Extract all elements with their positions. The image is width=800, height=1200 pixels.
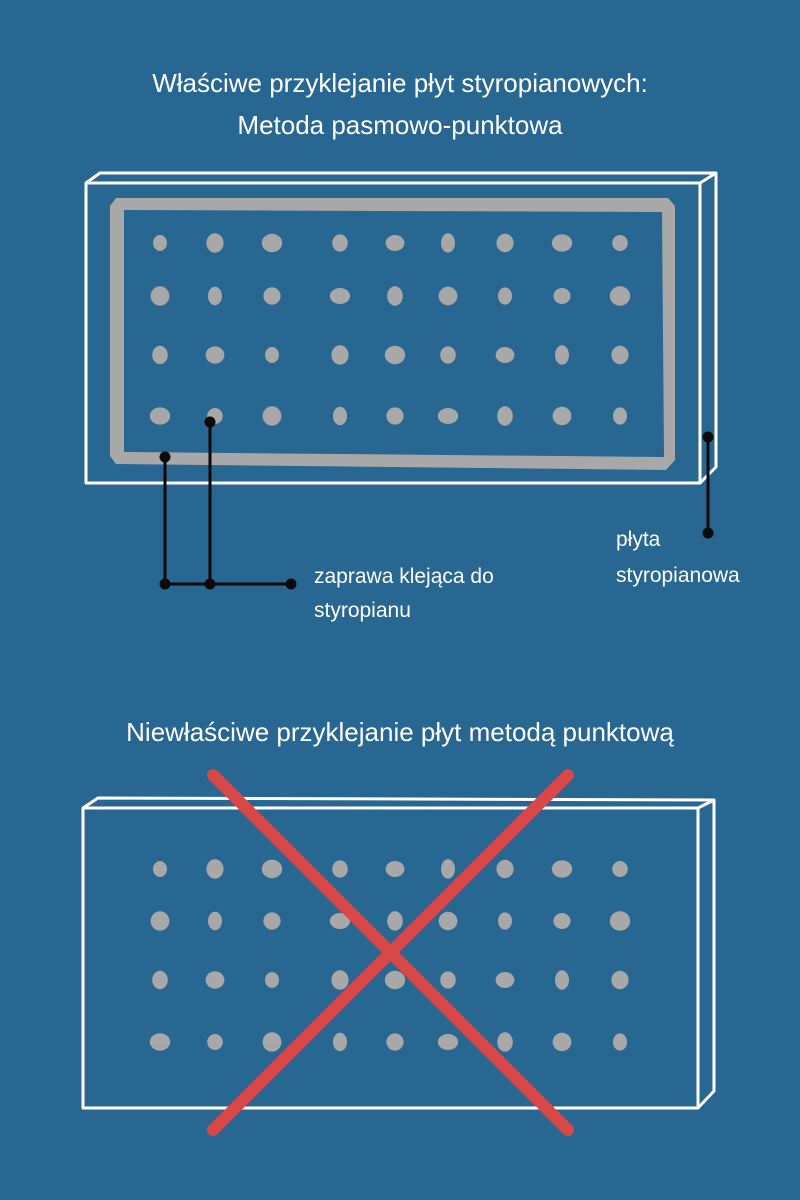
- adhesive-dot: [153, 861, 167, 877]
- board-front-face: [81, 806, 700, 1110]
- adhesive-dot: [332, 234, 348, 252]
- adhesive-dot: [387, 911, 403, 931]
- adhesive-dot: [206, 233, 224, 253]
- adhesive-dot: [149, 1033, 171, 1051]
- adhesive-dot: [265, 972, 279, 988]
- adhesive-dot: [265, 347, 279, 363]
- adhesive-label-line1: zaprawa klejąca do: [314, 565, 494, 588]
- adhesive-dot: [497, 1032, 513, 1052]
- incorrect-cross-icon: [207, 769, 574, 1136]
- adhesive-dot: [206, 859, 224, 879]
- adhesive-dot: [613, 407, 627, 425]
- adhesive-dot: [150, 286, 170, 306]
- adhesive-dot: [262, 1032, 282, 1052]
- adhesive-dot: [440, 971, 456, 989]
- adhesive-dot: [207, 1034, 223, 1050]
- adhesive-dot: [496, 859, 514, 879]
- adhesive-dot: [384, 345, 406, 365]
- adhesive-dot: [438, 286, 458, 306]
- adhesive-dot: [261, 233, 283, 253]
- adhesive-dot: [205, 346, 225, 364]
- adhesive-dot: [438, 911, 458, 931]
- adhesive-dot: [331, 345, 349, 365]
- incorrect-board: [81, 796, 716, 1110]
- adhesive-dot: [332, 860, 348, 878]
- adhesive-dot: [329, 913, 351, 929]
- adhesive-dot: [386, 1033, 404, 1051]
- adhesive-dot: [152, 970, 168, 990]
- adhesive-dot: [555, 970, 569, 990]
- correct-board: [84, 171, 718, 485]
- board-label-line1: płyta: [616, 528, 661, 551]
- adhesive-dot: [498, 287, 512, 305]
- adhesive-dot: [437, 1034, 459, 1050]
- adhesive-dot: [261, 859, 283, 879]
- correct-method-title-line2: Metoda pasmowo-punktowa: [237, 110, 563, 140]
- board-side-edge: [698, 173, 718, 485]
- adhesive-dot: [386, 407, 404, 425]
- adhesive-dot: [152, 345, 168, 365]
- adhesive-dot: [497, 406, 513, 426]
- adhesive-dot: [208, 911, 222, 931]
- adhesive-dot: [153, 235, 167, 251]
- adhesive-dot: [612, 861, 628, 877]
- adhesive-dot: [553, 913, 571, 929]
- adhesive-dot: [329, 288, 351, 304]
- adhesive-dot: [385, 861, 405, 877]
- adhesive-dots-top: [149, 233, 631, 426]
- adhesive-dot: [385, 235, 405, 251]
- adhesive-dot: [333, 1032, 347, 1052]
- adhesive-dot: [551, 860, 573, 878]
- adhesive-leader-dots: [159, 416, 297, 590]
- adhesive-dot: [331, 970, 349, 990]
- adhesive-dot: [555, 345, 569, 365]
- board-side-edge: [696, 800, 716, 1110]
- adhesive-dot: [609, 286, 631, 306]
- adhesive-label-line2: styropianu: [314, 599, 411, 622]
- adhesive-dot: [387, 286, 403, 306]
- adhesive-dot: [263, 287, 281, 305]
- adhesive-dot: [611, 345, 629, 365]
- adhesive-dot: [384, 970, 406, 990]
- incorrect-method-title: Niewłaściwe przyklejanie płyt metodą pun…: [126, 717, 674, 747]
- adhesive-dot: [205, 971, 225, 989]
- adhesive-dot: [262, 406, 282, 426]
- adhesive-dot: [612, 235, 628, 251]
- board-label-line2: styropianowa: [616, 564, 740, 587]
- adhesive-dot: [440, 346, 456, 364]
- adhesive-dot: [333, 406, 347, 426]
- board-top-edge: [82, 796, 716, 810]
- adhesive-dot: [149, 407, 171, 425]
- adhesive-dot: [441, 233, 455, 253]
- adhesive-dot: [551, 234, 573, 252]
- adhesive-dot: [495, 972, 515, 988]
- adhesive-dot: [208, 286, 222, 306]
- adhesive-dot: [495, 347, 515, 363]
- board-top-edge: [85, 171, 718, 185]
- adhesive-dot: [552, 1032, 572, 1052]
- adhesive-dots-bottom: [149, 859, 631, 1052]
- adhesive-dot: [552, 406, 572, 426]
- adhesive-dot: [498, 912, 512, 930]
- adhesive-dot: [611, 970, 629, 990]
- adhesive-dot: [437, 408, 459, 424]
- adhesive-dot: [609, 911, 631, 931]
- adhesive-dot: [441, 859, 455, 879]
- adhesive-dot: [553, 288, 571, 304]
- adhesive-dot: [613, 1033, 627, 1051]
- correct-method-title-line1: Właściwe przyklejanie płyt styropianowyc…: [152, 68, 648, 98]
- adhesive-dot: [263, 912, 281, 930]
- board-front-face: [84, 181, 702, 485]
- adhesive-dot: [496, 233, 514, 253]
- adhesive-dot: [150, 911, 170, 931]
- board-leader: [702, 431, 714, 539]
- adhesive-leader: [163, 422, 291, 586]
